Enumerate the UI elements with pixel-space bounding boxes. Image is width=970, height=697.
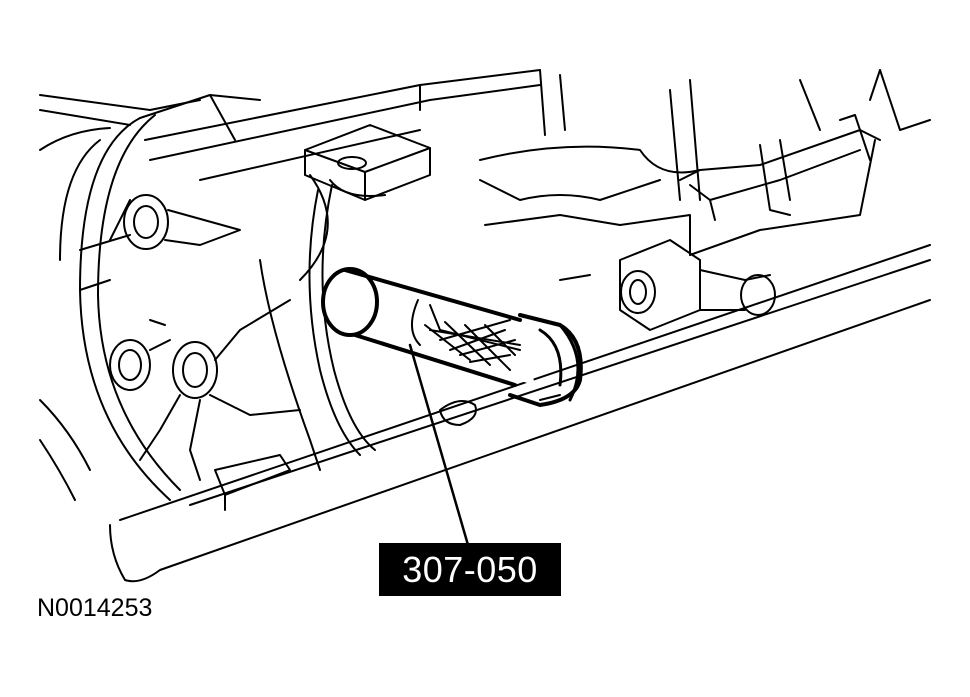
figure-id-label: N0014253 — [37, 594, 153, 622]
bell-housing — [39, 94, 261, 501]
case-right-webbing — [479, 114, 881, 281]
oil-pan-rail — [109, 244, 931, 583]
tool-number-label: 307-050 — [402, 548, 538, 590]
callout-leader-line — [408, 343, 470, 547]
special-tool-307-050 — [321, 267, 583, 407]
tool-number-callout: 307-050 — [379, 543, 561, 596]
case-inner-wall — [259, 184, 376, 471]
case-upper-rails — [144, 69, 931, 201]
top-mount-tab — [299, 124, 431, 281]
case-right-bosses — [619, 239, 776, 331]
bell-housing-bosses — [109, 194, 301, 481]
